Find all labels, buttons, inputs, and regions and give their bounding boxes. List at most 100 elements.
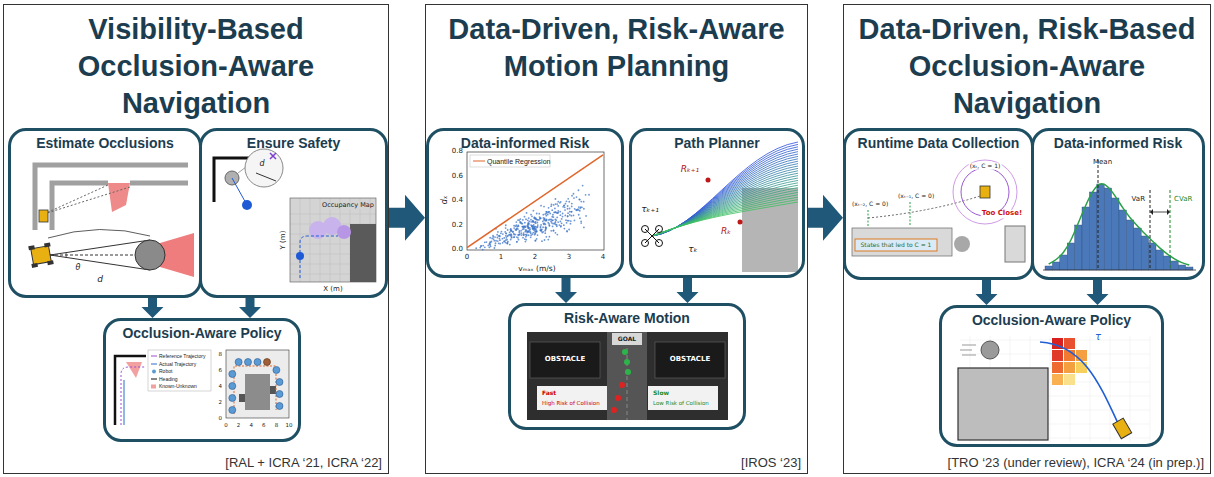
histogram <box>1098 160 1099 270</box>
policy-sketch <box>958 368 1048 440</box>
histogram <box>1170 190 1171 270</box>
scatter-dot <box>533 217 535 219</box>
candidate-trajectory <box>652 195 798 236</box>
candidate-trajectory <box>652 154 798 236</box>
scatter-dot <box>534 217 536 219</box>
scatter-dot <box>536 219 538 221</box>
scatter-dot <box>557 221 559 223</box>
scatter-dot <box>555 221 557 223</box>
candidate-trajectory <box>652 180 798 236</box>
histogram-bar <box>1112 198 1119 270</box>
scatter-dot <box>558 224 560 226</box>
scatter-dot <box>571 205 573 207</box>
path-planner-sketch <box>645 229 659 243</box>
scatter-dot <box>568 229 570 231</box>
dimension-label: d <box>259 160 264 169</box>
tick-label: 0.2 <box>452 222 463 230</box>
process-box: Risk-Aware Motion <box>508 303 746 430</box>
scatter-dot <box>524 238 526 240</box>
section-panel: Visibility-Based Occlusion-Aware Navigat… <box>3 4 389 474</box>
scatter-dot <box>559 221 561 223</box>
scatter-dot <box>544 230 546 232</box>
scatter-dot <box>537 222 539 224</box>
dimension-label: d <box>97 275 103 285</box>
scatter-dot <box>540 224 542 226</box>
scatter-dot <box>480 245 482 247</box>
section-title: Data-Driven, Risk-Based Occlusion-Aware … <box>852 11 1202 122</box>
scatter-dot <box>518 231 520 233</box>
scatter-dot <box>522 237 524 239</box>
statistic-label: CVaR <box>1173 196 1193 204</box>
scatter-dot <box>519 218 521 220</box>
simulation-view <box>527 332 728 420</box>
path-planner-sketch <box>738 220 743 225</box>
tick-label: 4 <box>601 254 605 262</box>
scatter-dot <box>573 214 575 216</box>
scatter-dot <box>551 203 553 205</box>
safety-sketch <box>290 198 376 282</box>
policy-plot <box>235 359 242 366</box>
scatter-dot <box>547 239 549 241</box>
policy-plot <box>254 359 261 366</box>
data-collection-sketch <box>961 168 1009 216</box>
histogram <box>1167 209 1170 215</box>
policy-plot <box>245 374 270 410</box>
scatter-dot <box>552 226 554 228</box>
simulation-view <box>627 348 628 420</box>
path-planner-sketch <box>642 142 799 272</box>
scatter-dot <box>520 230 522 232</box>
simulation-view <box>611 407 617 413</box>
risk-note: Low Risk of Collision <box>653 400 709 406</box>
scatter-dot <box>529 227 531 229</box>
box-heading: Path Planner <box>632 135 802 152</box>
box-heading: Ensure Safety <box>202 135 385 152</box>
simulation-view <box>611 382 625 413</box>
histogram <box>1045 184 1193 270</box>
scatter-dot <box>542 231 544 233</box>
policy-sketch <box>958 336 1150 442</box>
scatter-dot <box>574 208 576 210</box>
scatter-dot <box>557 212 559 214</box>
scatter-dot <box>576 209 578 211</box>
scatter-dot <box>509 244 511 246</box>
scatter-dot <box>531 215 533 217</box>
histogram-bar <box>1067 243 1074 270</box>
process-box: Path Planner <box>629 128 805 278</box>
axis-label: Y (m) <box>280 231 288 250</box>
scatter-dot <box>571 211 573 213</box>
scatter-dot <box>563 204 565 206</box>
scatter-dot <box>522 226 524 228</box>
scatter-dot <box>475 247 477 249</box>
legend-sample <box>151 384 156 388</box>
candidate-trajectory <box>652 185 798 236</box>
scatter-dot <box>504 240 506 242</box>
scatter-dot <box>553 204 555 206</box>
legend-text: Actual Trajectory <box>159 361 196 366</box>
scatter-dot <box>588 194 590 196</box>
policy-plot <box>229 359 283 414</box>
tick-label: 2 <box>237 422 241 428</box>
scatter-dot <box>484 246 486 248</box>
scatter-dot <box>538 213 540 215</box>
scatter-dot <box>480 245 482 247</box>
legend-item: Robot <box>151 369 172 374</box>
scatter-dot <box>536 213 538 215</box>
simulation-view <box>655 342 725 378</box>
scatter-dot <box>567 205 569 207</box>
safety-sketch <box>337 225 351 239</box>
scatter-dot <box>552 214 554 216</box>
legend-sample <box>473 161 485 162</box>
policy-sketch <box>1052 350 1063 361</box>
scatter-dot <box>560 226 562 228</box>
policy-plot <box>126 362 142 378</box>
scatter-dot <box>509 231 511 233</box>
legend-item: Heading <box>151 376 178 381</box>
simulation-view <box>607 332 647 420</box>
histogram <box>1043 160 1196 270</box>
scatter-dot <box>568 220 570 222</box>
scatter-dot <box>578 189 580 191</box>
candidate-trajectory <box>652 156 798 236</box>
scatter-dot <box>534 230 536 232</box>
path-planner-sketch <box>642 240 649 247</box>
scatter-dot <box>511 234 513 236</box>
